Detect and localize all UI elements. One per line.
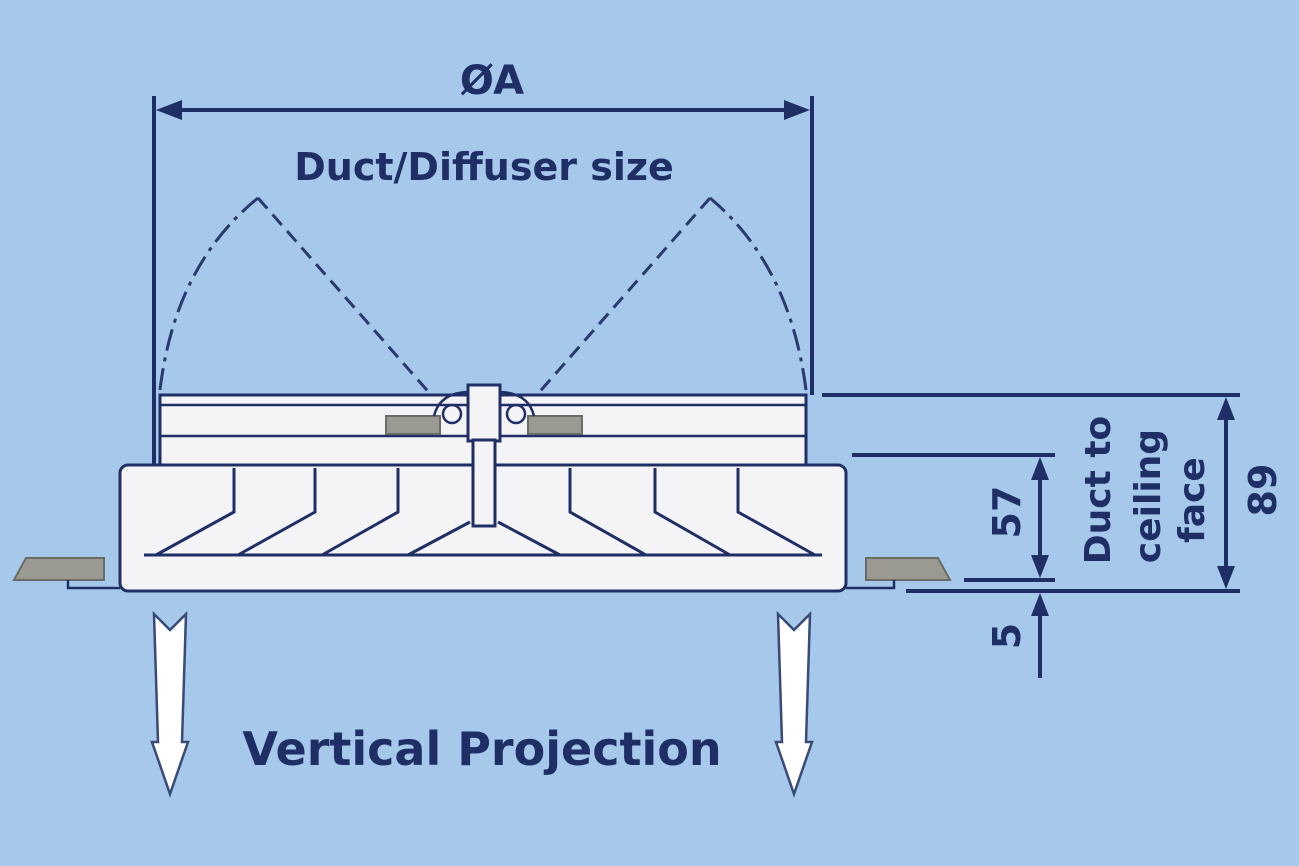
duct-to-ceiling-line1: Duct to	[1078, 416, 1119, 565]
duct-to-ceiling-line2: ceiling	[1128, 429, 1169, 563]
duct-to-ceiling-line3: face	[1172, 457, 1213, 543]
dim-5-label: 5	[985, 623, 1029, 649]
ceiling-tiles	[12, 557, 952, 590]
height-dimensions	[822, 393, 1240, 678]
throw-pattern-lines	[158, 196, 808, 406]
size-note-label: Duct/Diffuser size	[294, 145, 673, 189]
diameter-label: ØA	[460, 58, 524, 104]
dim-89-label: 89	[1241, 464, 1285, 517]
diffuser-face	[118, 438, 848, 593]
diameter-dimension	[152, 96, 814, 465]
vertical-projection-label: Vertical Projection	[242, 722, 721, 776]
projection-arrow-left	[150, 610, 190, 798]
projection-arrow-right	[774, 610, 814, 798]
dim-57-label: 57	[985, 486, 1029, 539]
